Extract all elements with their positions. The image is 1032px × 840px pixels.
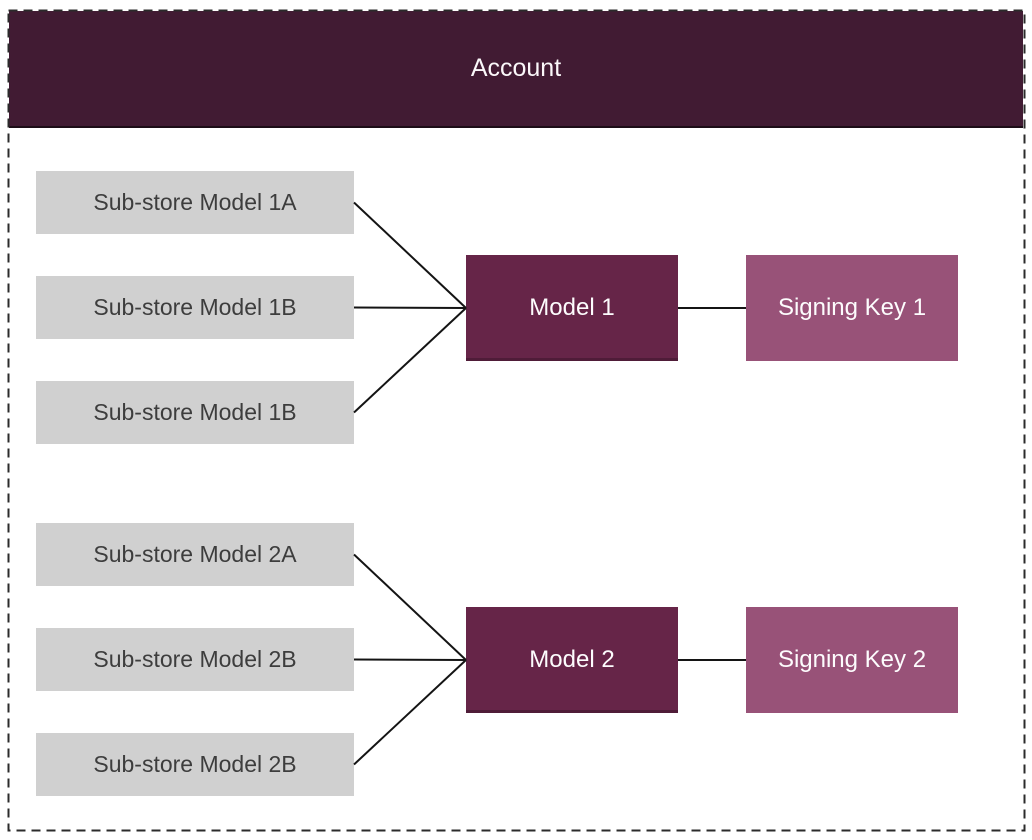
connector-line: [353, 307, 467, 414]
substore-node-label: Sub-store Model 1A: [93, 189, 297, 215]
signing-key-1-node: Signing Key 1: [746, 255, 958, 361]
substore-node-1b-first: Sub-store Model 1B: [36, 276, 354, 339]
account-header-label: Account: [470, 54, 562, 82]
substore-node-1a: Sub-store Model 1A: [36, 171, 354, 234]
connector-line: [353, 201, 467, 309]
model-node-label: Model 1: [529, 294, 615, 321]
substore-node-2b-second: Sub-store Model 2B: [36, 733, 354, 796]
connector-line: [353, 659, 467, 766]
model-node-label: Model 2: [529, 646, 615, 673]
substore-node-2a: Sub-store Model 2A: [36, 523, 354, 586]
substore-node-1b-second: Sub-store Model 1B: [36, 381, 354, 444]
substore-node-label: Sub-store Model 1B: [93, 399, 297, 425]
connector-line: [353, 658, 467, 661]
signing-key-node-label: Signing Key 2: [777, 646, 927, 673]
substore-node-label: Sub-store Model 2B: [93, 646, 297, 672]
substore-node-label: Sub-store Model 2B: [93, 751, 297, 777]
model-2-node: Model 2: [466, 607, 678, 713]
substore-node-2b-first: Sub-store Model 2B: [36, 628, 354, 691]
substore-node-label: Sub-store Model 1B: [93, 294, 297, 320]
account-header: Account: [9, 11, 1023, 128]
signing-key-node-label: Signing Key 1: [777, 294, 927, 321]
substore-node-label: Sub-store Model 2A: [93, 541, 297, 567]
connector-line: [353, 553, 467, 661]
connector-line: [353, 306, 467, 309]
signing-key-2-node: Signing Key 2: [746, 607, 958, 713]
model-1-node: Model 1: [466, 255, 678, 361]
